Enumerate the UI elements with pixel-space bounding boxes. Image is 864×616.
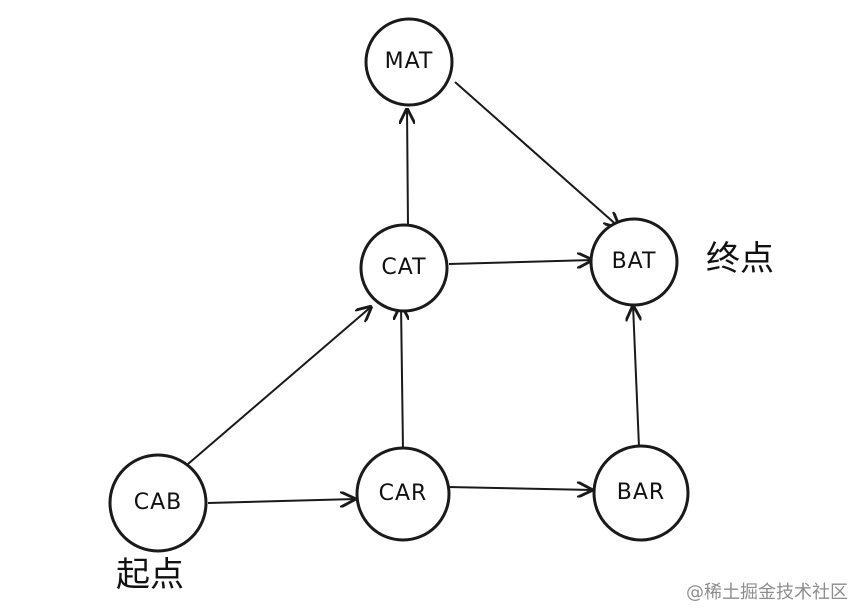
node-bar-circle — [592, 444, 690, 542]
node-cat-label: CAT — [381, 255, 426, 280]
node-mat: MAT — [364, 17, 454, 107]
edge-mat-to-bat — [454, 81, 620, 228]
node-car-circle — [355, 446, 451, 542]
node-mat-label: MAT — [385, 49, 434, 74]
node-bat-circle — [589, 217, 679, 307]
edge-car-to-cat — [401, 304, 403, 451]
node-car-label: CAR — [379, 481, 428, 506]
edge-cab-to-cat — [187, 306, 372, 465]
edges — [187, 81, 639, 503]
node-cat: CAT — [359, 223, 449, 313]
watermark: @稀土掘金技术社区 — [686, 582, 848, 603]
node-bat-label: BAT — [612, 249, 657, 274]
edge-car-to-bar — [447, 487, 593, 490]
edge-cat-to-mat — [407, 108, 408, 227]
edge-bar-to-bat — [633, 305, 639, 448]
node-bat: BAT — [589, 217, 679, 307]
node-cab-label: CAB — [134, 490, 183, 515]
node-cab-circle — [108, 453, 208, 553]
node-cab: CAB — [108, 453, 208, 553]
end-label: 终点 — [706, 239, 774, 279]
node-cat-circle — [359, 223, 449, 313]
node-mat-circle — [364, 17, 454, 107]
node-bar: BAR — [592, 444, 690, 542]
node-bar-label: BAR — [617, 480, 665, 505]
start-label: 起点 — [116, 555, 184, 595]
edge-cat-to-bat — [448, 260, 593, 264]
node-car: CAR — [355, 446, 451, 542]
edge-cab-to-car — [207, 499, 356, 503]
